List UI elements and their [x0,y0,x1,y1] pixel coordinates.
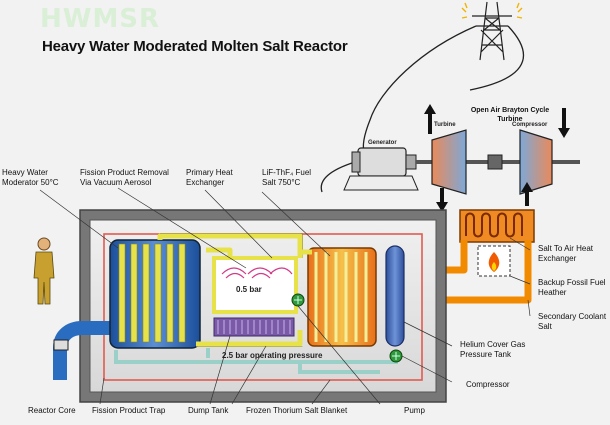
person-scale-icon [33,237,55,305]
spark-icon [461,2,523,19]
helium-tank-label: Helium Cover Gas Pressure Tank [460,340,526,359]
leader-lines [39,187,531,405]
blanket-label: Frozen Thorium Salt Blanket [246,406,348,415]
moderator-valve [53,339,69,351]
logo-text: HWMSR [40,4,161,34]
helium-cover-gas-tank [385,245,405,347]
arrow-down-icon [558,108,570,138]
arrow-down-icon [436,188,448,212]
fuel-salt-loop [157,233,303,347]
reactor-core-label: Reactor Core [28,406,76,415]
coupling-icon [487,154,503,170]
backup-heater [477,245,511,277]
turbine-label: Turbine [434,122,456,128]
generator [343,147,419,191]
pump-label: Pump [404,406,425,415]
brayton-turbine-title: Open Air Brayton Cycle Turbine [470,107,550,123]
backup-heater-label: Backup Fossil Fuel Heather [538,278,606,297]
turbine [431,129,467,195]
arrow-up-icon [424,104,436,134]
logo: HWMSR [40,6,160,32]
power-cable [362,25,477,159]
power-pylon-icon [472,1,512,61]
primary-heat-exchanger-label: Primary Heat Exchanger [186,168,233,187]
page-title: Heavy Water Moderated Molten Salt Reacto… [42,38,348,55]
generator-label: Generator [368,140,397,146]
fuel-salt-label: LiF-ThF₄ Fuel Salt 750°C [262,168,312,187]
fission-product-trap-label: Fission Product Trap [92,406,166,415]
compressor-icon [389,349,403,363]
salt-to-air-heat-exchanger [459,209,535,243]
reactor-core [109,239,201,349]
dump-tank-label: Dump Tank [188,406,229,415]
arrow-up-icon [521,182,533,206]
fission-product-removal-label: Fission Product Removal Via Vacuum Aeros… [80,168,169,187]
pump-icon [291,293,305,307]
compressor-bottom-label: Compressor [466,380,510,389]
salt-to-air-label: Salt To Air Heat Exchanger [538,244,593,263]
vacuum-aerosol-chamber [212,256,298,314]
power-cable [469,25,525,91]
compressor-top-label: Compressor [512,122,548,128]
fission-product-trap [213,317,295,337]
power-cable [320,161,356,193]
fuel-salt-loop [297,249,312,258]
heavy-water-moderator-label: Heavy Water Moderator 50°C [2,168,59,187]
compressor-top [519,129,553,195]
primary-heat-exchanger [307,247,377,347]
pressure-label-operating: 2.5 bar operating pressure [222,351,323,360]
secondary-coolant-label: Secondary Coolant Salt [538,312,607,331]
pressure-label-small: 0.5 bar [236,285,262,294]
